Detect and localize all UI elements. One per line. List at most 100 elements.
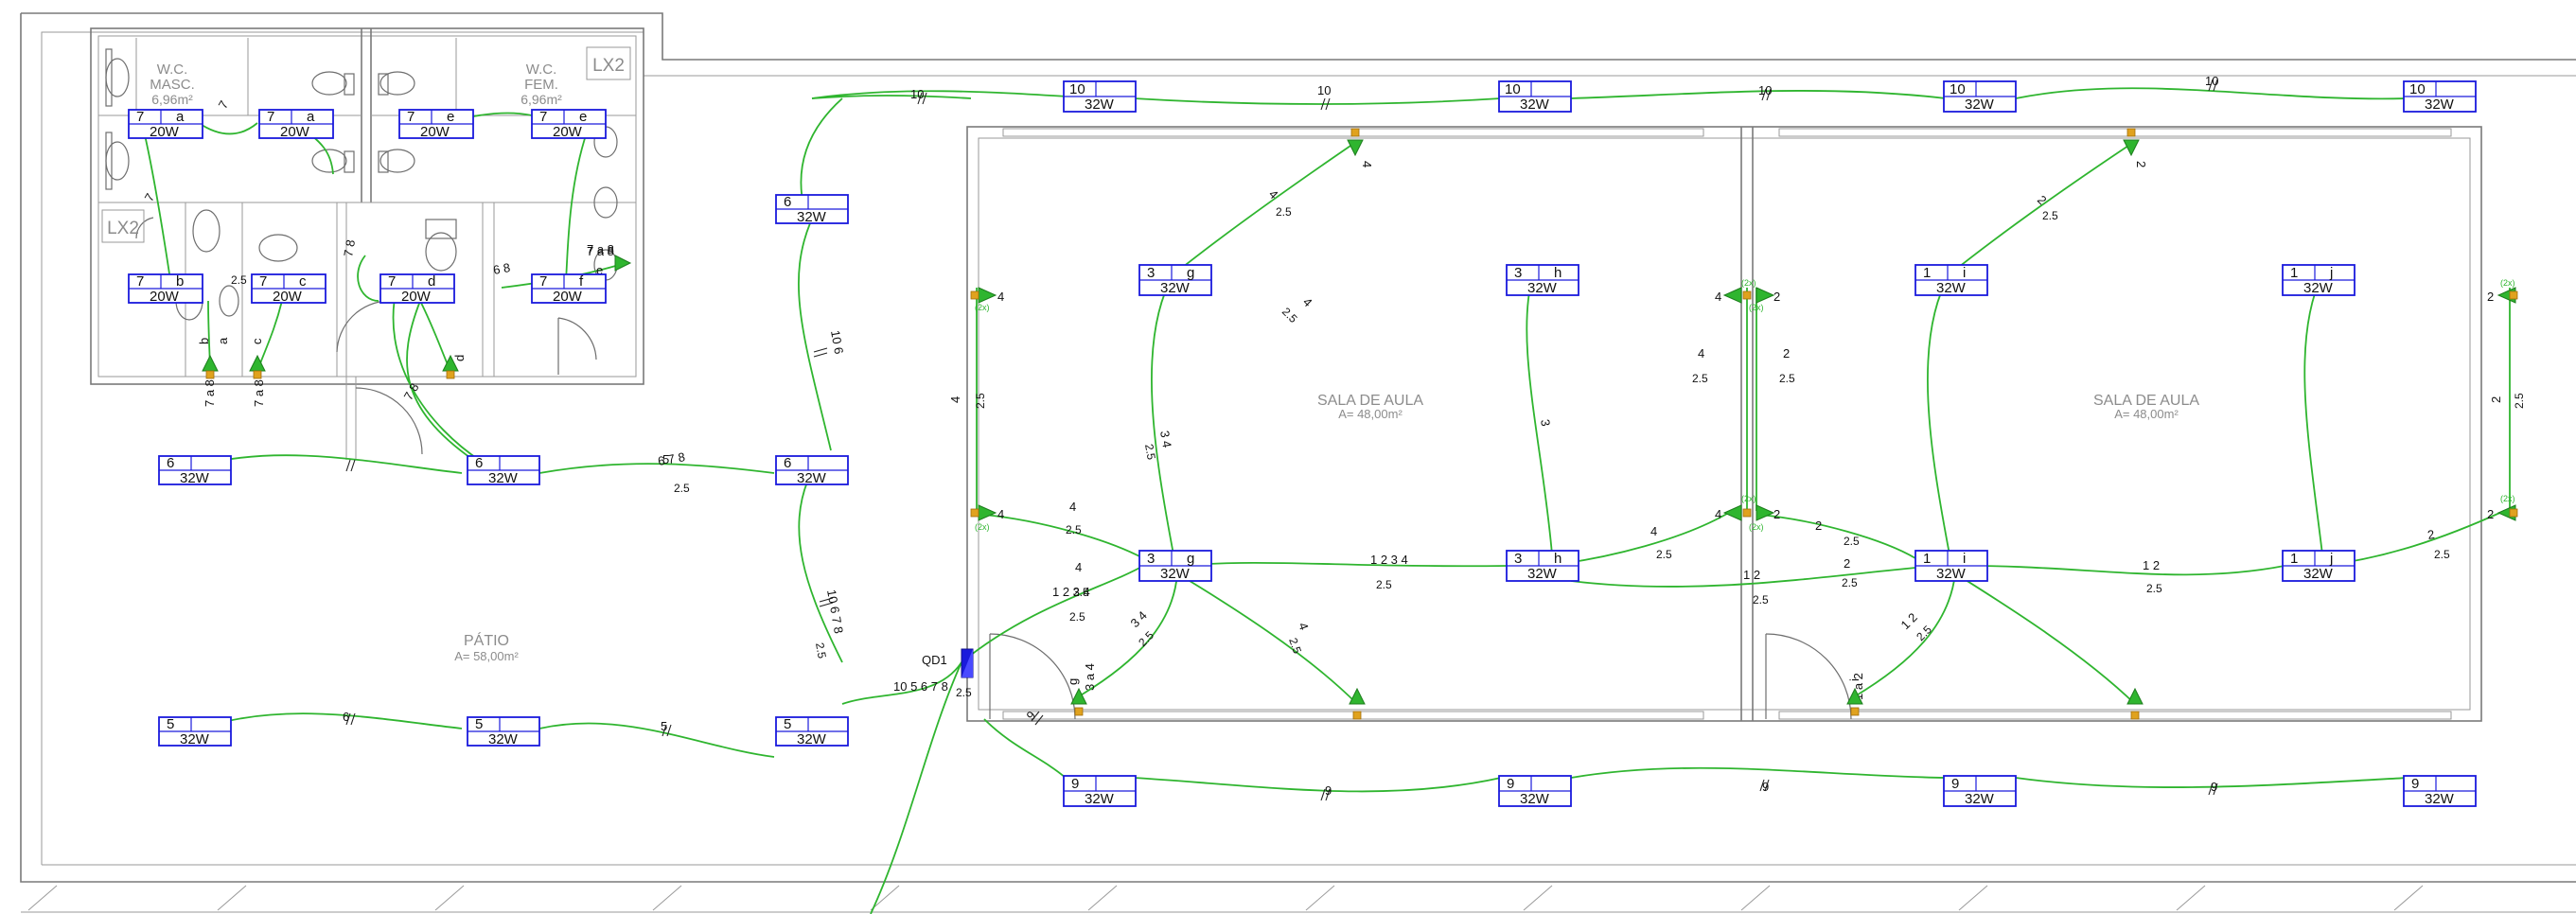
- wire-label: 4: [1069, 500, 1076, 514]
- wire-label: 7 a 8: [587, 242, 614, 256]
- luminaire[interactable]: 1 i 32W: [1914, 550, 1988, 582]
- wire-label: a: [216, 337, 230, 344]
- luminaire[interactable]: 7 c 20W: [251, 273, 326, 305]
- luminaire[interactable]: 10 32W: [1943, 80, 2017, 113]
- junction-box-icon: [2509, 290, 2518, 300]
- wire-label: b: [197, 338, 211, 344]
- luminaire-circuit: 6: [784, 194, 791, 210]
- luminaire-command: d: [428, 273, 435, 290]
- luminaire[interactable]: 10 32W: [1498, 80, 1572, 113]
- luminaire-power: 32W: [797, 470, 827, 486]
- junction-box-icon: [253, 370, 262, 379]
- luminaire-circuit: 3: [1514, 551, 1522, 567]
- luminaire[interactable]: 9 32W: [2403, 775, 2477, 807]
- luminaire[interactable]: 9 32W: [1943, 775, 2017, 807]
- luminaire[interactable]: 7 e 20W: [398, 109, 474, 140]
- luminaire-power: 20W: [420, 124, 450, 140]
- luminaire[interactable]: 7 a 20W: [128, 109, 203, 140]
- junction-box-icon: [1350, 128, 1360, 137]
- junction-box-icon: [2126, 128, 2136, 137]
- luminaire[interactable]: 7 a 20W: [258, 109, 334, 140]
- luminaire-power: 32W: [1527, 566, 1558, 582]
- luminaire[interactable]: 6 32W: [775, 194, 849, 225]
- luminaire[interactable]: 7 b 20W: [128, 273, 203, 305]
- junction-box-icon: [205, 370, 215, 379]
- luminaire[interactable]: 3 h 32W: [1506, 264, 1579, 296]
- luminaire-command: i: [1963, 551, 1966, 567]
- luminaire-power: 32W: [1160, 280, 1191, 296]
- luminaire[interactable]: 9 32W: [1063, 775, 1137, 807]
- outlet-label: 4: [1715, 290, 1721, 304]
- luminaire-circuit: 7: [259, 273, 267, 290]
- luminaire[interactable]: 7 f 20W: [531, 273, 607, 305]
- room-name: SALA DE AULA: [2093, 393, 2199, 409]
- wire-label: 2.5: [2434, 548, 2450, 561]
- room-name: SALA DE AULA: [1317, 393, 1423, 409]
- outlet-label: 4: [997, 290, 1004, 304]
- wire-label: 7: [216, 98, 232, 112]
- luminaire-circuit: 3: [1147, 265, 1155, 281]
- wire-label: 6: [343, 710, 349, 724]
- luminaire[interactable]: 5 32W: [467, 716, 540, 747]
- luminaire[interactable]: 1 i 32W: [1914, 264, 1988, 296]
- luminaire[interactable]: 10 32W: [1063, 80, 1137, 113]
- luminaire[interactable]: 7 d 20W: [379, 273, 455, 305]
- luminaire[interactable]: 1 j 32W: [2282, 264, 2355, 296]
- luminaire-power: 20W: [150, 124, 180, 140]
- wire-label: 2.5: [956, 686, 972, 699]
- outlet-label: 4: [1360, 161, 1374, 167]
- luminaire-circuit: 6: [475, 455, 483, 471]
- luminaire-circuit: 5: [475, 716, 483, 732]
- luminaire-power: 20W: [273, 289, 303, 305]
- wire-label: 1 2: [2143, 558, 2160, 572]
- luminaire-power: 32W: [1936, 566, 1967, 582]
- luminaire[interactable]: 6 32W: [775, 455, 849, 486]
- qd1-panel[interactable]: QD1: [922, 648, 974, 678]
- wire-label: 10 5 6 7 8: [893, 679, 948, 694]
- luminaire-circuit: 7: [407, 109, 415, 125]
- luminaire-circuit: 1: [2290, 551, 2298, 567]
- junction-box-icon: [1352, 711, 1362, 720]
- luminaire[interactable]: 3 h 32W: [1506, 550, 1579, 582]
- luminaire-circuit: 9: [1071, 776, 1079, 792]
- wire-label: 4: [1698, 346, 1704, 360]
- luminaire[interactable]: 5 32W: [775, 716, 849, 747]
- luminaire[interactable]: 6 32W: [467, 455, 540, 486]
- room-name: MASC.: [150, 77, 195, 93]
- luminaire-power: 32W: [1527, 280, 1558, 296]
- wire-label: 7: [142, 191, 158, 204]
- wire-label: 3 4: [1157, 430, 1174, 448]
- luminaire-circuit: 7: [136, 273, 144, 290]
- junction-box-icon: [2130, 711, 2140, 720]
- luminaire[interactable]: 3 g 32W: [1138, 264, 1212, 296]
- luminaire[interactable]: 10 32W: [2403, 80, 2477, 113]
- junction-box-icon: [2509, 508, 2518, 518]
- luminaire[interactable]: 5 32W: [158, 716, 232, 747]
- luminaire-power: 20W: [150, 289, 180, 305]
- wire-label: 2.5: [1914, 623, 1934, 643]
- wire-label: 2.5: [1136, 628, 1156, 649]
- luminaire[interactable]: 7 e 20W: [531, 109, 607, 140]
- room-area: A= 48,00m²: [2114, 407, 2179, 421]
- luminaire-power: 32W: [2303, 566, 2334, 582]
- wire-label: 3 a 4: [1083, 663, 1097, 691]
- wire-label: 1 2: [1898, 610, 1920, 632]
- luminaire[interactable]: 6 32W: [158, 455, 232, 486]
- luminaire-power: 20W: [401, 289, 432, 305]
- luminaire-command: j: [2329, 265, 2333, 281]
- luminaire-power: 20W: [553, 124, 583, 140]
- wire-label: 2: [1844, 556, 1850, 571]
- wire-label: 1 2: [1743, 568, 1760, 582]
- architecture: LX2 LX2: [20, 12, 2576, 913]
- luminaire[interactable]: 3 g 32W: [1138, 550, 1212, 582]
- wire-label: 2.5: [1276, 205, 1292, 219]
- wire-label: 4: [1296, 621, 1312, 632]
- outlet-qty: (2x): [2500, 278, 2515, 288]
- wire-label: 2.5: [674, 482, 690, 495]
- luminaire[interactable]: 9 32W: [1498, 775, 1572, 807]
- luminaire[interactable]: 1 j 32W: [2282, 550, 2355, 582]
- luminaire-circuit: 1: [2290, 265, 2298, 281]
- luminaire-command: a: [176, 109, 185, 125]
- switch-icon: [202, 354, 219, 372]
- wire-label: 2.5: [1842, 576, 1858, 589]
